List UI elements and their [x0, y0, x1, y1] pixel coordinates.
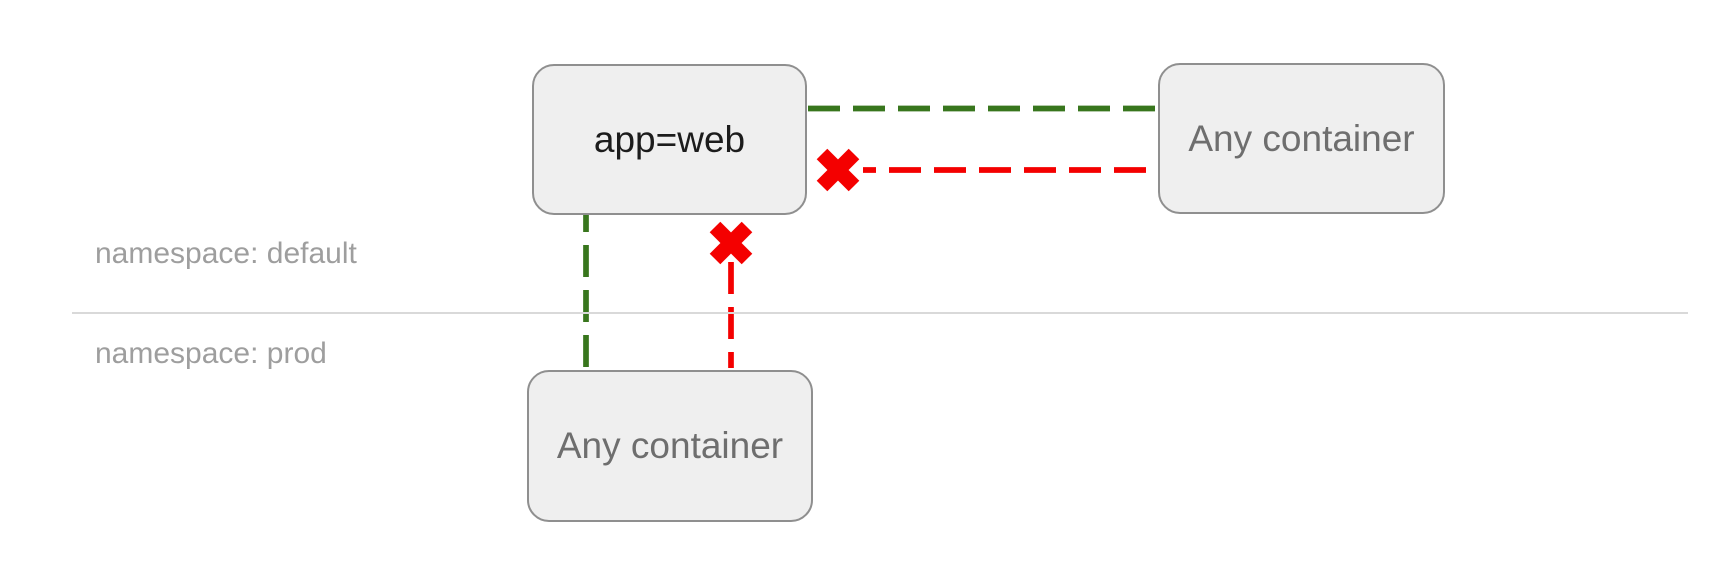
node-app-web: app=web: [532, 64, 807, 215]
node-any-container-prod: Any container: [527, 370, 813, 522]
node-any-container-prod-label: Any container: [556, 425, 784, 466]
node-app-web-label: app=web: [593, 118, 746, 160]
namespace-divider: [72, 312, 1688, 314]
namespace-label-prod: namespace: prod: [95, 337, 327, 370]
node-any-container-default: Any container: [1158, 63, 1445, 214]
namespace-label-default: namespace: default: [95, 237, 357, 270]
node-any-container-default-label: Any container: [1188, 117, 1415, 159]
blocked-x-icon: [709, 221, 753, 265]
blocked-x-icon: [816, 148, 860, 192]
